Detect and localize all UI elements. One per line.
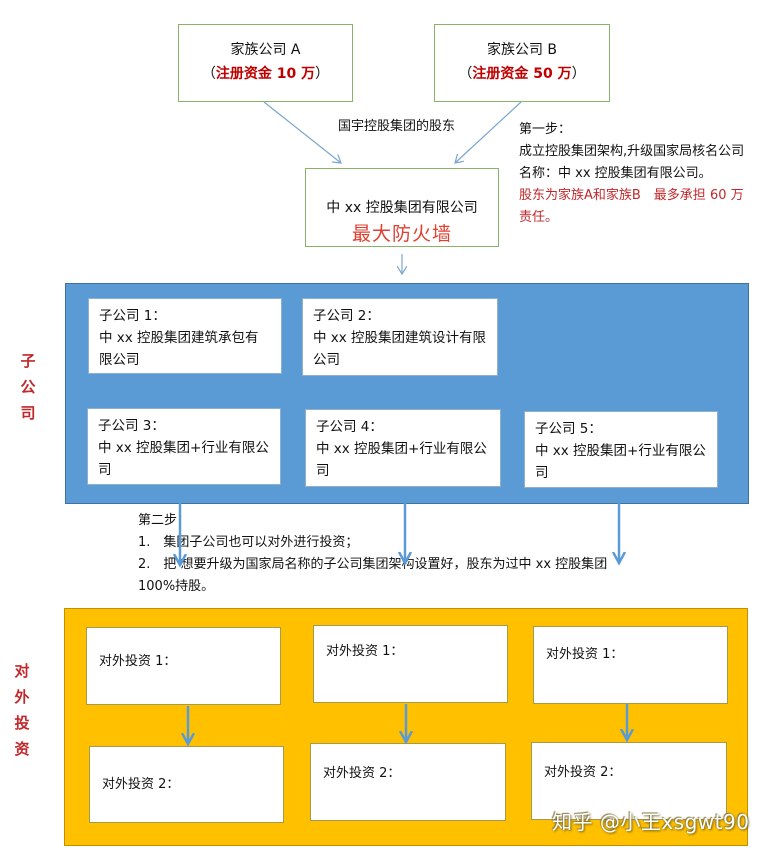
paren-close: ） [571,66,586,82]
arrow-a-to-holding [263,101,341,163]
investment-label: 对外投资 2： [544,765,622,780]
family-company-a-name: 家族公司 A [230,42,301,58]
investment-label: 对外投资 1： [99,654,177,669]
family-company-b-capital: （注册资金 50 万） [435,63,609,83]
investment-label: 对外投资 1： [326,644,404,659]
subsidiary-box-1: 子公司 1： 中 xx 控股集团建筑承包有限公司 [88,298,282,374]
investment-label: 对外投资 2： [323,766,401,781]
capital-amount: 注册资金 50 万 [472,66,572,82]
step2-title: 第二步： [138,513,191,528]
subsidiary-title: 子公司 4： [316,419,383,435]
subsidiary-name: 中 xx 控股集团+行业有限公司 [98,440,269,478]
step2-note: 第二步： 1. 集团子公司也可以对外进行投资； 2. 把 想要升级为国家局名称的… [138,510,718,598]
subsidiaries-side-label: 子公司 [18,348,38,426]
subsidiary-box-5: 子公司 5： 中 xx 控股集团+行业有限公司 [524,411,718,488]
step2-item-2: 2. 把 想要升级为国家局名称的子公司集团架构设置好，股东为过中 xx 控股集团 [138,557,608,572]
family-company-a-box: 家族公司 A （注册资金 10 万） [178,24,353,102]
subsidiaries-label-text: 子公司 [20,352,36,422]
paren-close: ） [315,66,330,82]
family-company-b-box: 家族公司 B （注册资金 50 万） [434,24,610,102]
paren-open: （ [458,66,473,82]
investments-side-label: 对外投资 [12,658,32,762]
investment-label: 对外投资 1： [546,647,624,662]
subsidiary-title: 子公司 5： [535,421,602,437]
step1-text: 成立控股集团架构,升级国家局核名公司名称：中 xx 控股集团有限公司。 [519,144,745,181]
step1-note: 第一步： 成立控股集团架构,升级国家局核名公司名称：中 xx 控股集团有限公司。… [519,119,754,229]
family-company-b-name: 家族公司 B [486,42,558,58]
family-company-a-capital: （注册资金 10 万） [179,63,352,83]
subsidiary-box-2: 子公司 2： 中 xx 控股集团建筑设计有限公司 [302,298,498,376]
investment-box-3-1: 对外投资 1： [533,626,728,704]
step2-item-2-cont: 100%持股。 [138,579,215,594]
holding-company-name: 中 xx 控股集团有限公司 [326,200,478,216]
subsidiary-name: 中 xx 控股集团建筑承包有限公司 [99,330,259,368]
firewall-label: 最大防火墙 [351,223,452,245]
investment-label: 对外投资 2： [102,777,180,792]
step2-item-1: 1. 集团子公司也可以对外进行投资； [138,535,359,550]
step1-title: 第一步： [519,122,572,137]
subsidiary-title: 子公司 2： [313,308,380,324]
investments-label-text: 对外投资 [14,662,30,758]
subsidiary-title: 子公司 3： [98,418,165,434]
subsidiary-box-4: 子公司 4： 中 xx 控股集团+行业有限公司 [305,409,501,487]
investment-box-3-2: 对外投资 2： [531,742,727,820]
investment-box-2-2: 对外投资 2： [310,743,506,821]
subsidiary-title: 子公司 1： [99,308,166,324]
investment-box-1-1: 对外投资 1： [86,627,281,705]
holding-company-box: 中 xx 控股集团有限公司 最大防火墙 [305,168,499,247]
shareholder-label: 国宇控股集团的股东 [338,119,456,134]
subsidiary-box-3: 子公司 3： 中 xx 控股集团+行业有限公司 [87,408,281,485]
subsidiary-name: 中 xx 控股集团+行业有限公司 [535,443,706,481]
investment-box-2-1: 对外投资 1： [313,625,508,703]
arrow-b-to-holding [455,101,522,163]
subsidiary-name: 中 xx 控股集团建筑设计有限公司 [313,330,487,368]
subsidiary-name: 中 xx 控股集团+行业有限公司 [316,441,487,479]
investment-box-1-2: 对外投资 2： [89,746,284,823]
step1-highlight: 股东为家族A和家族B 最多承担 60 万责任。 [519,188,744,225]
watermark: 知乎 @小王xsgwt90 [552,810,750,834]
paren-open: （ [201,66,216,82]
capital-amount: 注册资金 10 万 [215,66,316,82]
